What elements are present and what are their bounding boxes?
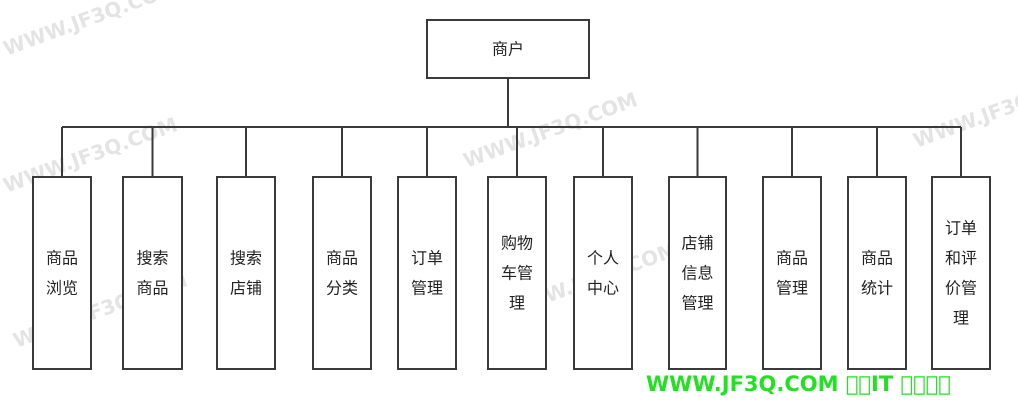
node-child-6-label-line: 车管 [501,264,533,283]
node-child-11-box [931,176,991,370]
node-child-5-label-line: 订单 [411,249,443,268]
node-root: 商户 [426,19,590,79]
node-child-7-label-line: 中心 [587,279,619,298]
node-child-10-label-line: 统计 [861,279,893,298]
node-child-4-label-line: 分类 [326,279,358,298]
node-child-5-label-line: 管理 [411,279,443,298]
node-child-10-box [847,176,907,370]
node-child-3-label-line: 搜索 [230,249,262,268]
node-child-11-label-line: 理 [953,309,969,328]
node-child-10-label-line: 商品 [861,249,893,268]
node-child-11-label-line: 和评 [945,249,977,268]
watermark-footer: WWW.JF3Q.COM 􀀀􀀀IT 􀀀􀀀􀀀􀀀 [646,372,951,396]
node-child-3-box [216,176,276,370]
node-child-8-label-line: 信息 [681,264,713,283]
node-child-1-label-line: 商品 [46,249,78,268]
node-child-1-box [32,176,92,370]
node-child-11-label-line: 订单 [945,219,977,238]
node-child-6-box [487,176,547,370]
node-child-3-label-line: 店铺 [230,279,262,298]
node-root-label-line: 商户 [492,40,524,59]
node-child-2-label-line: 商品 [136,279,168,298]
node-child-8-label-line: 管理 [681,294,713,313]
node-child-2-box [122,176,183,370]
node-child-9-label-line: 商品 [776,249,808,268]
node-child-9-label-line: 管理 [776,279,808,298]
node-child-7-box [573,176,633,370]
node-child-11-label-line: 价管 [945,279,977,298]
node-child-6-label-line: 理 [509,294,525,313]
node-child-8-label-line: 店铺 [681,234,713,253]
node-child-2-label-line: 搜索 [136,249,168,268]
node-child-1-label-line: 浏览 [46,279,78,298]
node-child-5-box [397,176,457,370]
node-child-9-box [762,176,822,370]
node-child-8-box [668,176,727,370]
node-child-4-box [312,176,372,370]
node-child-7-label-line: 个人 [587,249,619,268]
node-child-4-label-line: 商品 [326,249,358,268]
node-root-box [426,19,590,79]
node-child-6-label-line: 购物 [501,234,533,253]
